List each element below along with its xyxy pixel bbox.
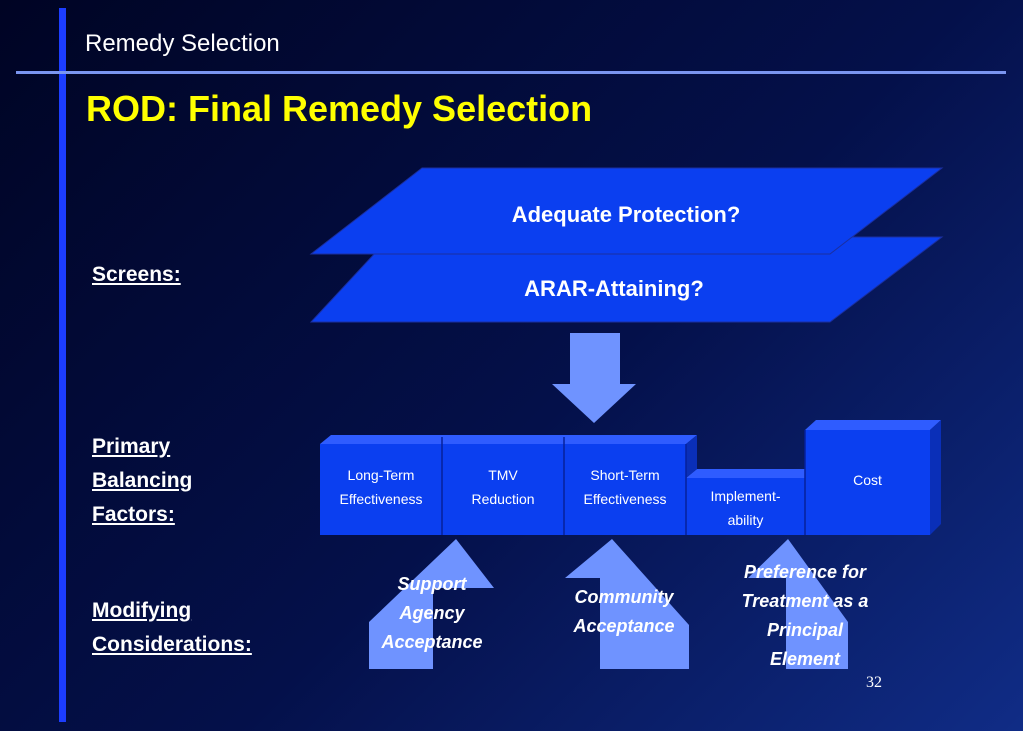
factor-block-top <box>686 469 816 478</box>
page-number: 32 <box>866 674 882 691</box>
label-modifying-considerations: Modifying Considerations: <box>92 594 292 662</box>
factor-label-cost: Cost <box>805 468 930 492</box>
consideration-line: Preference for <box>743 562 867 582</box>
factor-line: TMV <box>488 467 518 483</box>
label-primary-line3: Factors: <box>92 503 175 526</box>
factor-label-short-term: Short-Term Effectiveness <box>564 463 686 511</box>
factor-line: Implement- <box>710 488 781 504</box>
plane-label-arar-attaining: ARAR-Attaining? <box>524 276 704 301</box>
factor-block-cost <box>805 430 930 535</box>
consideration-line: Element <box>769 649 841 669</box>
factor-line: Effectiveness <box>583 491 667 507</box>
factor-block-tmv <box>442 444 564 535</box>
consideration-line: Acceptance <box>381 632 483 652</box>
accent-vertical-bar <box>59 8 66 722</box>
consideration-line: Acceptance <box>573 616 675 636</box>
label-primary-line2: Balancing <box>92 469 193 492</box>
consideration-line: Agency <box>399 603 465 623</box>
factor-line: Reduction <box>471 491 535 507</box>
consideration-line: Community <box>574 587 674 607</box>
plane-label-adequate-protection: Adequate Protection? <box>511 202 741 227</box>
plane-adequate-protection <box>309 167 944 255</box>
consideration-support-agency: Support Agency Acceptance <box>362 570 502 657</box>
factor-block-side <box>686 435 697 478</box>
consideration-preference: Preference for Treatment as a Principal … <box>715 558 895 674</box>
factor-block-side <box>930 420 941 535</box>
label-modifying-line2: Considerations: <box>92 633 252 656</box>
slide-title: ROD: Final Remedy Selection <box>86 88 593 129</box>
factor-line: Long-Term <box>347 467 415 483</box>
factor-block-top <box>805 420 941 430</box>
factor-label-implementability: Implement- ability <box>686 484 805 532</box>
factor-line: Cost <box>853 472 882 488</box>
factor-line: Short-Term <box>590 467 660 483</box>
label-modifying-line1: Modifying <box>92 599 192 622</box>
factor-line: Effectiveness <box>339 491 423 507</box>
factor-block-long-term <box>320 444 442 535</box>
section-title: Remedy Selection <box>85 30 280 57</box>
factor-block-implementability <box>686 478 805 535</box>
consideration-line: Treatment as a <box>741 591 869 611</box>
factor-label-long-term: Long-Term Effectiveness <box>320 463 442 511</box>
factor-block-short-term <box>564 444 686 535</box>
consideration-line: Principal <box>766 620 844 640</box>
consideration-line: Support <box>397 574 467 594</box>
label-screens: Screens: <box>92 263 181 286</box>
down-arrow <box>552 333 636 423</box>
header-divider <box>16 71 1006 74</box>
factor-label-tmv: TMV Reduction <box>442 463 564 511</box>
label-primary-line1: Primary <box>92 435 171 458</box>
factor-block-top <box>320 435 697 444</box>
label-primary-balancing-factors: Primary Balancing Factors: <box>92 430 252 532</box>
up-arrow-community <box>565 539 689 669</box>
factor-line: ability <box>727 512 764 528</box>
up-arrow-preference <box>748 539 848 669</box>
up-arrow-support-agency <box>369 539 494 669</box>
consideration-community: Community Acceptance <box>549 583 699 641</box>
